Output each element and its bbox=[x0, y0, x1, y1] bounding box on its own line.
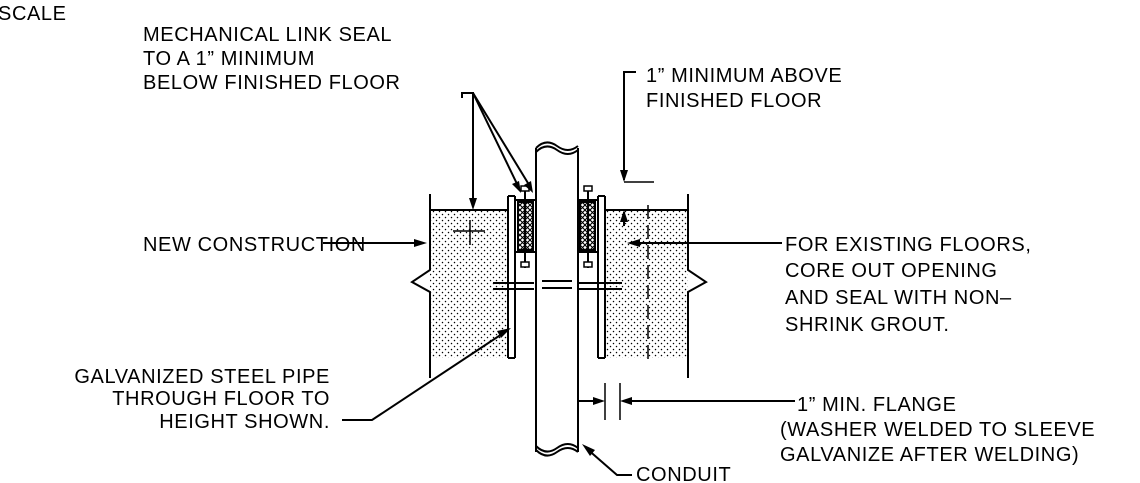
existing-floors-line-1: FOR EXISTING FLOORS, bbox=[785, 234, 1031, 256]
existing-floors-line-3: AND SEAL WITH NON– bbox=[785, 287, 1012, 309]
min-above-note: 1” MINIMUM ABOVE FINISHED FLOOR bbox=[646, 65, 842, 112]
mech-seal-line-2: TO A 1” MINIMUM bbox=[143, 48, 315, 70]
seal-right-nut bbox=[583, 261, 593, 268]
galv-pipe-line-1: GALVANIZED STEEL PIPE bbox=[74, 366, 330, 388]
galv-pipe-line-3: HEIGHT SHOWN. bbox=[159, 411, 330, 433]
conduit-top-break bbox=[535, 141, 579, 151]
floor-slab bbox=[410, 194, 708, 378]
leader-conduit bbox=[585, 447, 632, 476]
flange-line-3: GALVANIZE AFTER WELDING) bbox=[780, 444, 1079, 466]
leader-lines bbox=[323, 71, 795, 476]
min-above-line-1: 1” MINIMUM ABOVE bbox=[646, 65, 842, 87]
conduit-label: CONDUIT bbox=[636, 464, 731, 483]
seal-right-bolt-head bbox=[583, 185, 593, 192]
flange-line-1: 1” MIN. FLANGE bbox=[797, 394, 957, 416]
mech-seal-line-3: BELOW FINISHED FLOOR bbox=[143, 72, 401, 94]
slab-right-outline bbox=[687, 194, 708, 378]
existing-floors-line-2: CORE OUT OPENING bbox=[785, 260, 998, 282]
flange-line-2: (WASHER WELDED TO SLEEVE bbox=[780, 419, 1095, 441]
leader-min-above bbox=[623, 71, 636, 180]
galv-pipe-line-2: THROUGH FLOOR TO bbox=[112, 388, 330, 410]
conduit-bottom-break-inner bbox=[535, 443, 579, 453]
slab-left-outline bbox=[410, 194, 431, 378]
min-above-line-2: FINISHED FLOOR bbox=[646, 90, 822, 112]
mechanical-seal-note: MECHANICAL LINK SEAL TO A 1” MINIMUM BEL… bbox=[143, 24, 401, 94]
existing-floors-note: FOR EXISTING FLOORS, CORE OUT OPENING AN… bbox=[785, 234, 1031, 336]
leader-mech-seal-left bbox=[472, 92, 520, 189]
flange-note: 1” MIN. FLANGE (WASHER WELDED TO SLEEVE … bbox=[780, 394, 1095, 466]
existing-floors-line-4: SHRINK GROUT. bbox=[785, 314, 949, 336]
leader-mech-seal-right bbox=[472, 92, 532, 189]
slab-right-concrete bbox=[605, 210, 688, 358]
leader-mech-seal-vertical bbox=[461, 92, 474, 205]
conduit-top-break-inner bbox=[535, 145, 579, 155]
seal-left-nut bbox=[520, 261, 530, 268]
conduit-bottom-break bbox=[535, 447, 579, 457]
slab-left-concrete bbox=[430, 210, 508, 358]
conduit-pipe bbox=[535, 141, 579, 457]
dimension-above-floor bbox=[453, 181, 654, 420]
mech-seal-line-1: MECHANICAL LINK SEAL bbox=[143, 24, 392, 46]
mechanical-link-seal bbox=[515, 185, 598, 268]
scale-label: SCALE bbox=[0, 3, 67, 25]
leader-galvanized-pipe bbox=[342, 329, 509, 421]
galvanized-pipe-note: GALVANIZED STEEL PIPE THROUGH FLOOR TO H… bbox=[74, 366, 330, 433]
new-construction-label: NEW CONSTRUCTION bbox=[143, 234, 366, 256]
